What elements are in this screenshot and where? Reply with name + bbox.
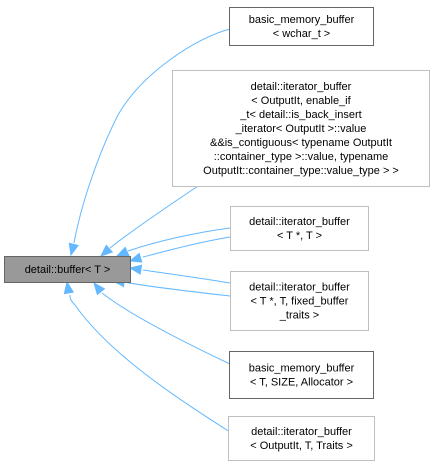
- node-label-line: basic_memory_buffer: [249, 363, 355, 375]
- arrowhead-7: [63, 280, 75, 295]
- node-box: [229, 7, 374, 46]
- node-label-line: < OutputIt, enable_if: [251, 95, 351, 107]
- derived-class-node-n6[interactable]: detail::iterator_buffer< OutputIt, T, Tr…: [228, 416, 375, 461]
- node-box: [230, 206, 369, 251]
- inheritance-edge-n6: [69, 294, 231, 433]
- inheritance-edge-n4: [142, 269, 231, 284]
- derived-class-node-n3[interactable]: detail::iterator_buffer< T *, T >: [230, 206, 369, 251]
- arrowhead-0: [68, 242, 79, 257]
- inheritance-edge-n1: [73, 28, 231, 244]
- node-label-line: < T *, T, fixed_buffer: [251, 296, 349, 308]
- node-label-line: basic_memory_buffer: [249, 14, 355, 26]
- node-label-line: < T *, T >: [277, 230, 322, 242]
- node-label-line: < T, SIZE, Allocator >: [250, 377, 353, 389]
- node-label-line: detail::iterator_buffer: [251, 81, 352, 93]
- arrowhead-3: [128, 252, 143, 263]
- node-label-line: _t< detail::is_back_insert: [239, 109, 361, 121]
- derived-class-node-n2[interactable]: detail::iterator_buffer< OutputIt, enabl…: [172, 70, 430, 187]
- node-box: [230, 271, 369, 331]
- inheritance-edge-n4: [123, 281, 231, 297]
- arrowhead-6: [93, 281, 106, 296]
- arrowhead-4: [128, 264, 143, 275]
- derived-class-node-n4[interactable]: detail::iterator_buffer< T *, T, fixed_b…: [230, 271, 369, 331]
- node-label-line: OutputIt::container_type::value_type > >: [203, 165, 399, 177]
- base-class-node[interactable]: detail::buffer< T >: [4, 256, 131, 283]
- derived-class-node-n1[interactable]: basic_memory_buffer < wchar_t >: [229, 7, 374, 46]
- node-label-line: _iterator< OutputIt >::value: [235, 123, 367, 135]
- node-label-line: detail::buffer< T >: [25, 264, 111, 276]
- inheritance-edge-n5: [101, 292, 231, 365]
- node-label-line: detail::iterator_buffer: [251, 426, 352, 438]
- node-box: [228, 416, 375, 461]
- node-label-line: < wchar_t >: [273, 28, 330, 40]
- inheritance-edge-n3: [127, 227, 231, 252]
- node-label-line: < OutputIt, T, Traits >: [250, 440, 353, 452]
- class-nodes: detail::buffer< T >basic_memory_buffer< …: [4, 7, 430, 461]
- node-box: [172, 70, 430, 187]
- node-label-line: detail::iterator_buffer: [249, 216, 350, 228]
- node-label-line: ::container_type >::value, typename: [214, 151, 389, 163]
- inheritance-edge-n2: [109, 185, 199, 249]
- inheritance-edge-n3: [142, 236, 231, 258]
- node-label-line: &&is_contiguous< typename OutputIt: [210, 137, 392, 149]
- node-label-line: detail::iterator_buffer: [249, 282, 350, 294]
- node-box: [229, 351, 374, 399]
- arrowhead-1: [100, 244, 114, 257]
- derived-class-node-n5[interactable]: basic_memory_buffer < T, SIZE, Allocator …: [229, 351, 374, 399]
- node-label-line: _traits >: [279, 310, 319, 322]
- arrowhead-2: [115, 246, 130, 257]
- node-box: [4, 256, 131, 283]
